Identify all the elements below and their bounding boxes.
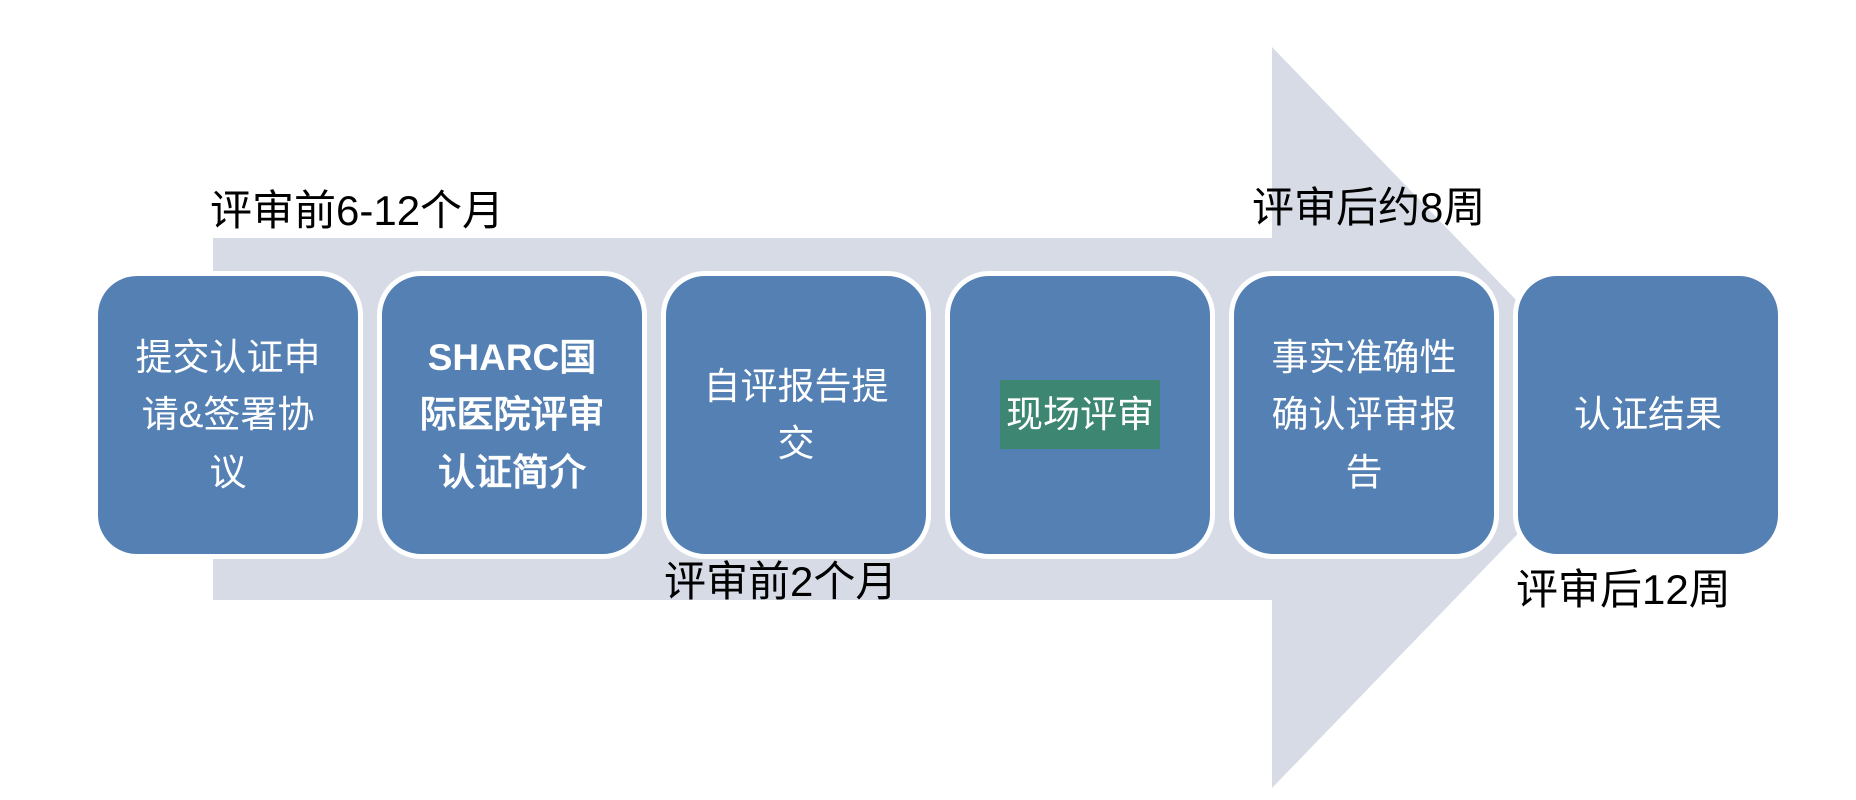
step-label: 认证结果 xyxy=(1574,394,1722,436)
annotation-bottom-middle: 评审前2个月 xyxy=(664,558,898,605)
step-label: 自评报告提 交 xyxy=(703,365,889,464)
annotation-bottom-right: 评审后12周 xyxy=(1516,566,1731,613)
step-box-onsite-review: 现场评审 xyxy=(945,271,1215,559)
step-box-submit-application: 提交认证申 请&签署协 议 xyxy=(93,271,363,559)
annotation-top-right: 评审后约8周 xyxy=(1252,184,1486,231)
onsite-review-highlight: 现场评审 xyxy=(1000,380,1160,450)
step-box-certification-result: 认证结果 xyxy=(1513,271,1783,559)
step-label: 现场评审 xyxy=(994,380,1166,450)
step-box-sharc-introduction: SHARC国 际医院评审 认证简介 xyxy=(377,271,647,559)
step-label: 事实准确性 确认评审报 告 xyxy=(1271,336,1457,493)
step-label: SHARC国 际医院评审 认证简介 xyxy=(419,336,605,493)
step-box-factual-accuracy-confirmation: 事实准确性 确认评审报 告 xyxy=(1229,271,1499,559)
step-label: 提交认证申 请&签署协 议 xyxy=(135,336,321,493)
step-box-self-assessment-report: 自评报告提 交 xyxy=(661,271,931,559)
annotation-top-left: 评审前6-12个月 xyxy=(210,187,505,234)
